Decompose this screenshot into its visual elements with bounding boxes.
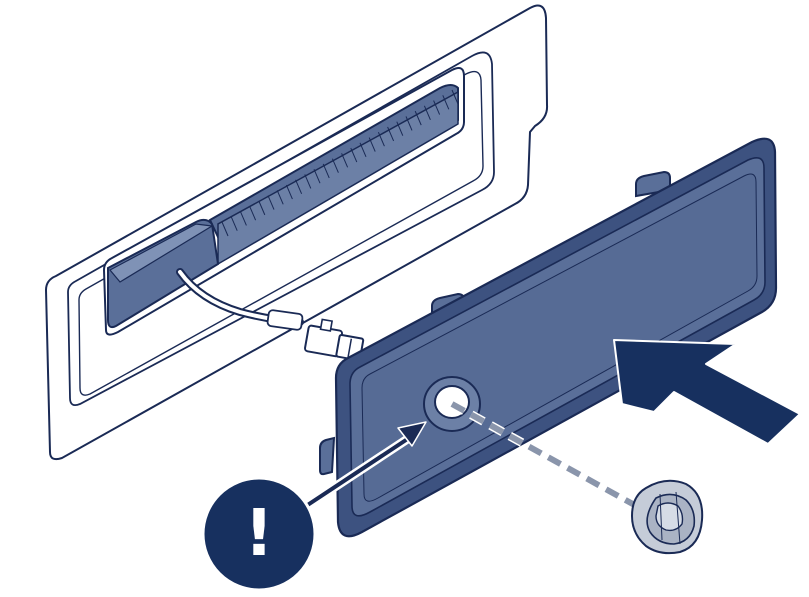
led-segment	[350, 147, 358, 163]
led-segment	[295, 179, 303, 194]
led-segment	[368, 137, 376, 152]
callout-pointer-head	[397, 421, 427, 447]
led-segment	[341, 153, 349, 168]
light-bar-endcap-top	[109, 223, 214, 283]
led-segment	[304, 174, 312, 189]
cable-sleeve	[266, 309, 304, 331]
cover	[319, 137, 778, 538]
led-segment	[276, 190, 284, 205]
led-segment	[249, 205, 257, 221]
led-segment	[267, 195, 275, 210]
led-segment	[285, 184, 293, 200]
screw-tip	[655, 502, 684, 532]
screw	[630, 479, 704, 555]
led-segment	[442, 95, 450, 110]
led-segment	[331, 158, 339, 173]
led-segment	[239, 211, 247, 226]
led-segment	[405, 116, 413, 131]
led-segment	[396, 121, 404, 136]
screw-rib-b	[675, 491, 681, 545]
light-bar	[107, 84, 459, 329]
light-bar-endcap	[107, 218, 220, 329]
screw-guide-line-inner	[450, 401, 642, 511]
led-segment	[414, 110, 422, 126]
led-segment	[258, 200, 266, 216]
arrow-left-icon	[613, 339, 801, 445]
connector-latch	[319, 318, 334, 332]
led-ticks	[221, 89, 459, 237]
led-segment	[433, 100, 441, 115]
screw-rib-a	[659, 493, 663, 541]
led-segment	[387, 126, 395, 142]
callout-bubble	[201, 476, 317, 592]
light-bar-face	[217, 90, 459, 266]
led-segment	[377, 132, 385, 147]
callout-pointer-line	[298, 434, 414, 512]
led-segment	[322, 163, 330, 179]
led-segment	[423, 105, 431, 121]
led-segment	[451, 89, 459, 105]
led-segment	[221, 221, 229, 237]
led-segment	[230, 216, 238, 231]
led-segment	[313, 169, 321, 184]
cover-clip-left	[319, 436, 336, 476]
cable	[176, 268, 365, 362]
screw-hole	[434, 385, 470, 419]
led-segment	[359, 142, 367, 157]
connector-split	[347, 338, 353, 359]
